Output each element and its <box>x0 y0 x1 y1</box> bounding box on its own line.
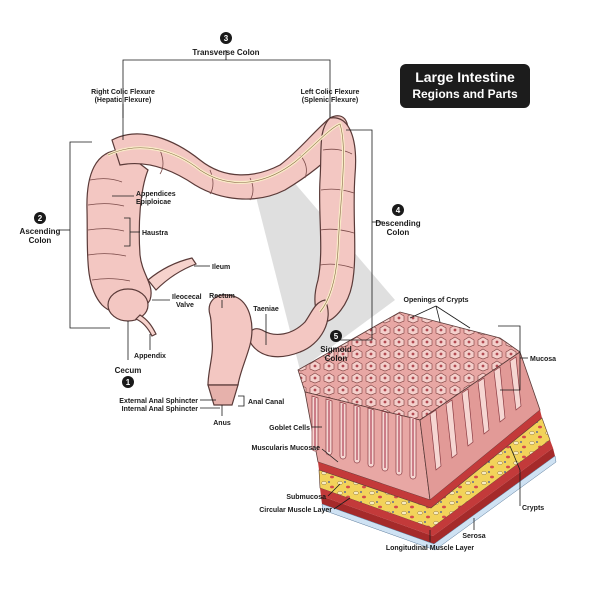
label-ileocecal-1: Ileocecal <box>172 294 202 301</box>
rectum <box>208 295 252 385</box>
label-longitudinal-muscle: Longitudinal Muscle Layer <box>386 545 475 552</box>
label-left-flexure-1: Left Colic Flexure <box>301 89 360 96</box>
label-external-sphincter: External Anal Sphincter <box>119 398 198 405</box>
label-rectum: Rectum <box>209 293 235 300</box>
badge-transverse-number: 3 <box>224 34 229 43</box>
label-submucosa: Submucosa <box>286 494 326 501</box>
descending-colon <box>315 118 356 322</box>
label-mucosa: Mucosa <box>530 356 556 363</box>
label-goblet-cells: Goblet Cells <box>269 425 310 432</box>
transverse-colon <box>112 116 348 199</box>
label-left-flexure-2: (Splenic Flexure) <box>302 97 358 104</box>
ileum <box>148 258 196 290</box>
label-descending-2: Colon <box>387 228 410 237</box>
label-ileum: Ileum <box>212 264 230 271</box>
label-transverse-colon: Transverse Colon <box>192 48 259 57</box>
badge-ascending-number: 2 <box>38 214 43 223</box>
anal-canal <box>208 385 238 405</box>
label-serosa: Serosa <box>462 533 485 540</box>
label-sigmoid-2: Colon <box>325 354 348 363</box>
label-crypts: Crypts <box>522 505 544 512</box>
label-cecum: Cecum <box>115 366 142 375</box>
badge-sigmoid-number: 5 <box>334 332 339 341</box>
label-right-flexure-1: Right Colic Flexure <box>91 89 155 96</box>
label-right-flexure-2: (Hepatic Flexure) <box>95 97 152 104</box>
label-descending-1: Descending <box>375 219 420 228</box>
label-appendix: Appendix <box>134 353 166 360</box>
label-muscularis-mucosae: Muscularis Mucosae <box>252 445 321 452</box>
label-taeniae: Taeniae <box>253 306 279 313</box>
appendix <box>136 315 156 336</box>
badge-cecum-number: 1 <box>126 378 131 387</box>
label-appendices-2: Epiploicae <box>136 199 171 206</box>
label-anus: Anus <box>213 420 231 427</box>
label-anal-canal: Anal Canal <box>248 399 284 406</box>
label-ascending-2: Colon <box>29 236 52 245</box>
label-internal-sphincter: Internal Anal Sphincter <box>122 406 199 413</box>
label-circular-muscle: Circular Muscle Layer <box>259 507 332 514</box>
label-ascending-1: Ascending <box>20 227 61 236</box>
label-openings-of-crypts: Openings of Crypts <box>404 297 469 304</box>
label-sigmoid-1: Sigmoid <box>320 345 352 354</box>
label-haustra: Haustra <box>142 230 168 237</box>
label-appendices-1: Appendices <box>136 191 176 198</box>
label-ileocecal-2: Valve <box>176 302 194 309</box>
badge-descending-number: 4 <box>396 206 401 215</box>
